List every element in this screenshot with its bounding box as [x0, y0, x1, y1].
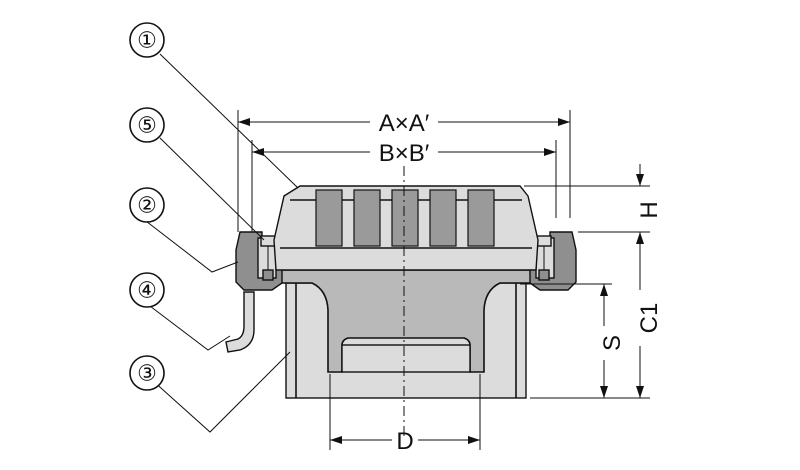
callout-1: ① [129, 22, 165, 58]
dimension-height-c1 [530, 232, 650, 399]
label-inner-width: B×B′ [379, 140, 430, 167]
dimension-outer-width [237, 110, 571, 232]
dimension-diameter-d [329, 374, 481, 450]
label-height-c1: C1 [636, 303, 663, 334]
dimension-height-s [520, 283, 612, 398]
callout-2: ② [129, 187, 165, 223]
label-height-s: S [599, 335, 626, 351]
callout-4: ④ [129, 272, 165, 308]
funnel-body [275, 269, 537, 373]
strainer-grate [273, 185, 539, 271]
svg-text:④: ④ [137, 279, 157, 304]
svg-text:①: ① [137, 29, 157, 54]
dimension-inner-width [251, 140, 557, 232]
label-diameter-d: D [396, 428, 413, 455]
side-hose [225, 291, 255, 353]
label-outer-width: A×A′ [379, 110, 430, 137]
label-height-h: H [636, 201, 663, 218]
svg-text:⑤: ⑤ [137, 114, 157, 139]
leader-lines [141, 53, 299, 433]
svg-text:③: ③ [137, 362, 157, 387]
bolt-left [260, 235, 276, 281]
callout-5: ⑤ [129, 107, 165, 143]
callout-3: ③ [129, 355, 165, 391]
svg-text:②: ② [137, 194, 157, 219]
